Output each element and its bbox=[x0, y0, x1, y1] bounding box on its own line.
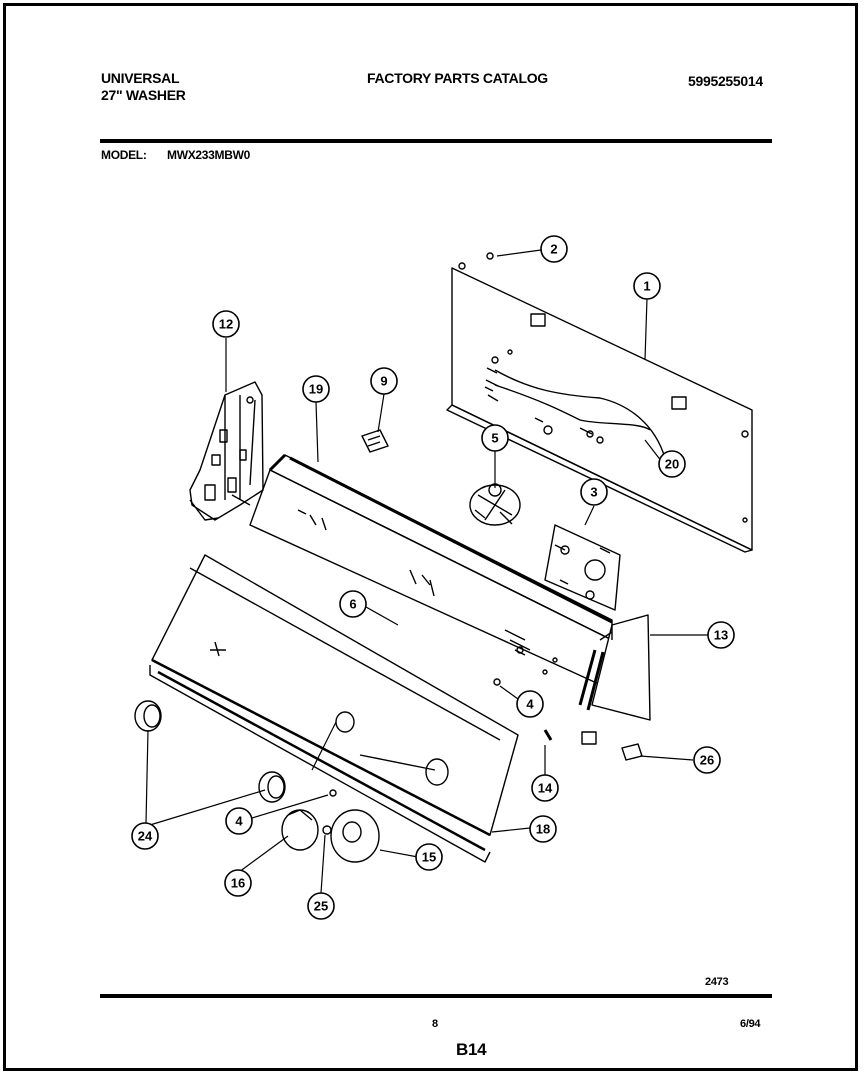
drawing-number: 2473 bbox=[705, 976, 729, 988]
part-back-panel bbox=[446, 262, 753, 553]
header-rule bbox=[100, 139, 772, 143]
callout-5: 5 bbox=[491, 431, 498, 446]
part-knob-mid bbox=[258, 771, 286, 803]
brand-name: UNIVERSAL bbox=[101, 70, 180, 86]
callout-24: 24 bbox=[138, 829, 153, 844]
part-screw-console bbox=[493, 678, 501, 686]
callout-4-lower: 4 bbox=[235, 814, 243, 829]
part-end-cap bbox=[578, 614, 651, 745]
part-switch-assembly bbox=[544, 524, 621, 611]
callout-9: 9 bbox=[380, 374, 387, 389]
leader-lines bbox=[145, 249, 708, 894]
callout-circles bbox=[131, 235, 735, 920]
section-code: B14 bbox=[456, 1040, 487, 1059]
part-washer bbox=[322, 825, 332, 835]
callout-13: 13 bbox=[714, 628, 728, 643]
callout-3: 3 bbox=[590, 485, 597, 500]
callout-6: 6 bbox=[349, 597, 356, 612]
callout-19: 19 bbox=[309, 382, 323, 397]
callout-25: 25 bbox=[314, 899, 328, 914]
callout-15: 15 bbox=[422, 850, 436, 865]
part-screw bbox=[486, 252, 494, 260]
product-name: 27" WASHER bbox=[101, 87, 186, 103]
part-screw-front bbox=[329, 789, 337, 797]
model-label: MODEL: bbox=[101, 148, 147, 162]
revision-date: 6/94 bbox=[740, 1018, 761, 1030]
part-clip bbox=[621, 743, 643, 761]
part-dial bbox=[330, 809, 380, 863]
page-border bbox=[3, 3, 858, 1071]
callout-1: 1 bbox=[643, 279, 650, 294]
part-knob-large bbox=[281, 809, 319, 851]
model-number: MWX233MBW0 bbox=[167, 148, 251, 162]
callout-14: 14 bbox=[538, 781, 553, 796]
footer-rule bbox=[100, 994, 772, 998]
part-timer bbox=[469, 483, 521, 526]
part-control-panel bbox=[149, 554, 519, 863]
callout-20: 20 bbox=[665, 457, 679, 472]
part-small-clip bbox=[361, 429, 389, 453]
page-number: 8 bbox=[432, 1018, 438, 1030]
callout-16: 16 bbox=[231, 876, 245, 891]
callout-2: 2 bbox=[550, 242, 557, 257]
part-knob-left bbox=[134, 700, 162, 732]
part-bracket bbox=[189, 381, 264, 521]
part-spring bbox=[543, 729, 553, 741]
catalog-number: 5995255014 bbox=[688, 73, 763, 89]
callout-18: 18 bbox=[536, 822, 550, 837]
callout-12: 12 bbox=[219, 317, 233, 332]
callout-4-upper: 4 bbox=[526, 697, 534, 712]
callout-26: 26 bbox=[700, 753, 714, 768]
catalog-title: FACTORY PARTS CATALOG bbox=[367, 70, 548, 86]
